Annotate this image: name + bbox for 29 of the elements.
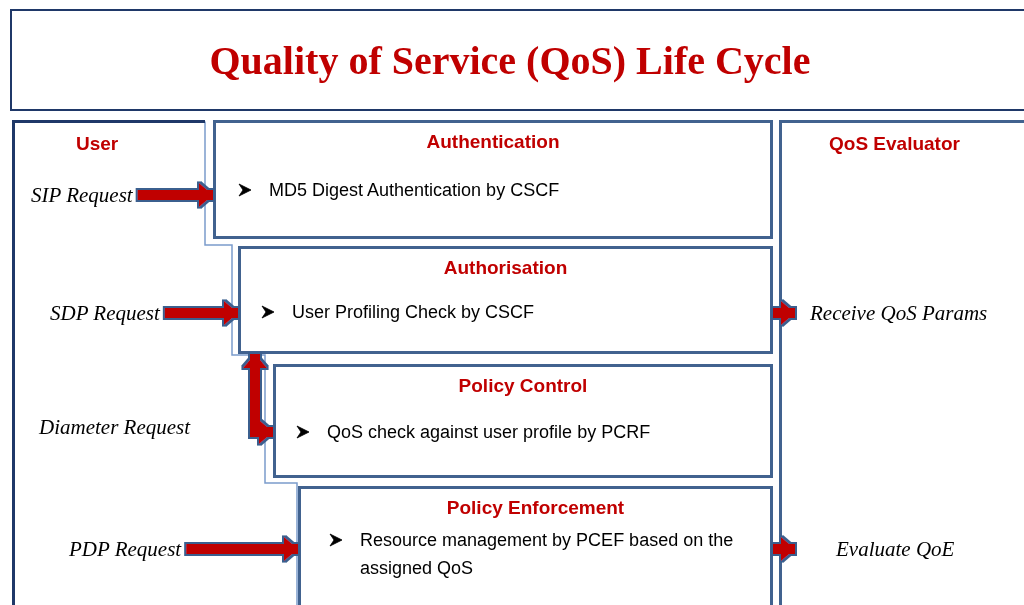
bullet-text: User Profiling Check by CSCF bbox=[292, 301, 535, 324]
step-text: Receive QoS Params bbox=[795, 298, 1020, 328]
block-arrow bbox=[164, 301, 238, 325]
swimlane bbox=[12, 120, 205, 605]
step-text: SIP Request bbox=[31, 180, 138, 210]
block-arrow bbox=[137, 183, 213, 207]
box-heading: Policy Enforcement bbox=[446, 497, 625, 519]
title: Quality of Service (QoS) Life Cycle bbox=[209, 36, 811, 84]
step-text: SDP Request bbox=[50, 298, 165, 328]
swimlane bbox=[779, 120, 1024, 605]
block-arrow bbox=[773, 537, 795, 561]
process-box bbox=[213, 120, 773, 239]
step-text: Evaluate QoE bbox=[795, 534, 985, 564]
box-heading: Authentication bbox=[426, 131, 560, 153]
box-heading: Authorisation bbox=[443, 257, 568, 279]
process-box bbox=[238, 246, 773, 354]
process-box bbox=[298, 486, 773, 605]
bullet-text: MD5 Digest Authentication by CSCF bbox=[269, 179, 560, 202]
step-text: PDP Request bbox=[69, 534, 187, 564]
bullet-text: QoS check against user profile by PCRF bbox=[327, 421, 651, 444]
step-text: Diameter Request bbox=[39, 412, 196, 442]
block-arrow bbox=[243, 354, 273, 444]
block-arrow bbox=[773, 301, 795, 325]
lane-heading: User bbox=[76, 133, 119, 155]
block-arrow bbox=[186, 537, 298, 561]
box-heading: Policy Control bbox=[458, 375, 588, 397]
process-box bbox=[273, 364, 773, 478]
lane-heading: QoS Evaluator bbox=[829, 133, 960, 155]
bullet-text: Resource management by PCEF based on the assigned QoS bbox=[360, 529, 735, 580]
